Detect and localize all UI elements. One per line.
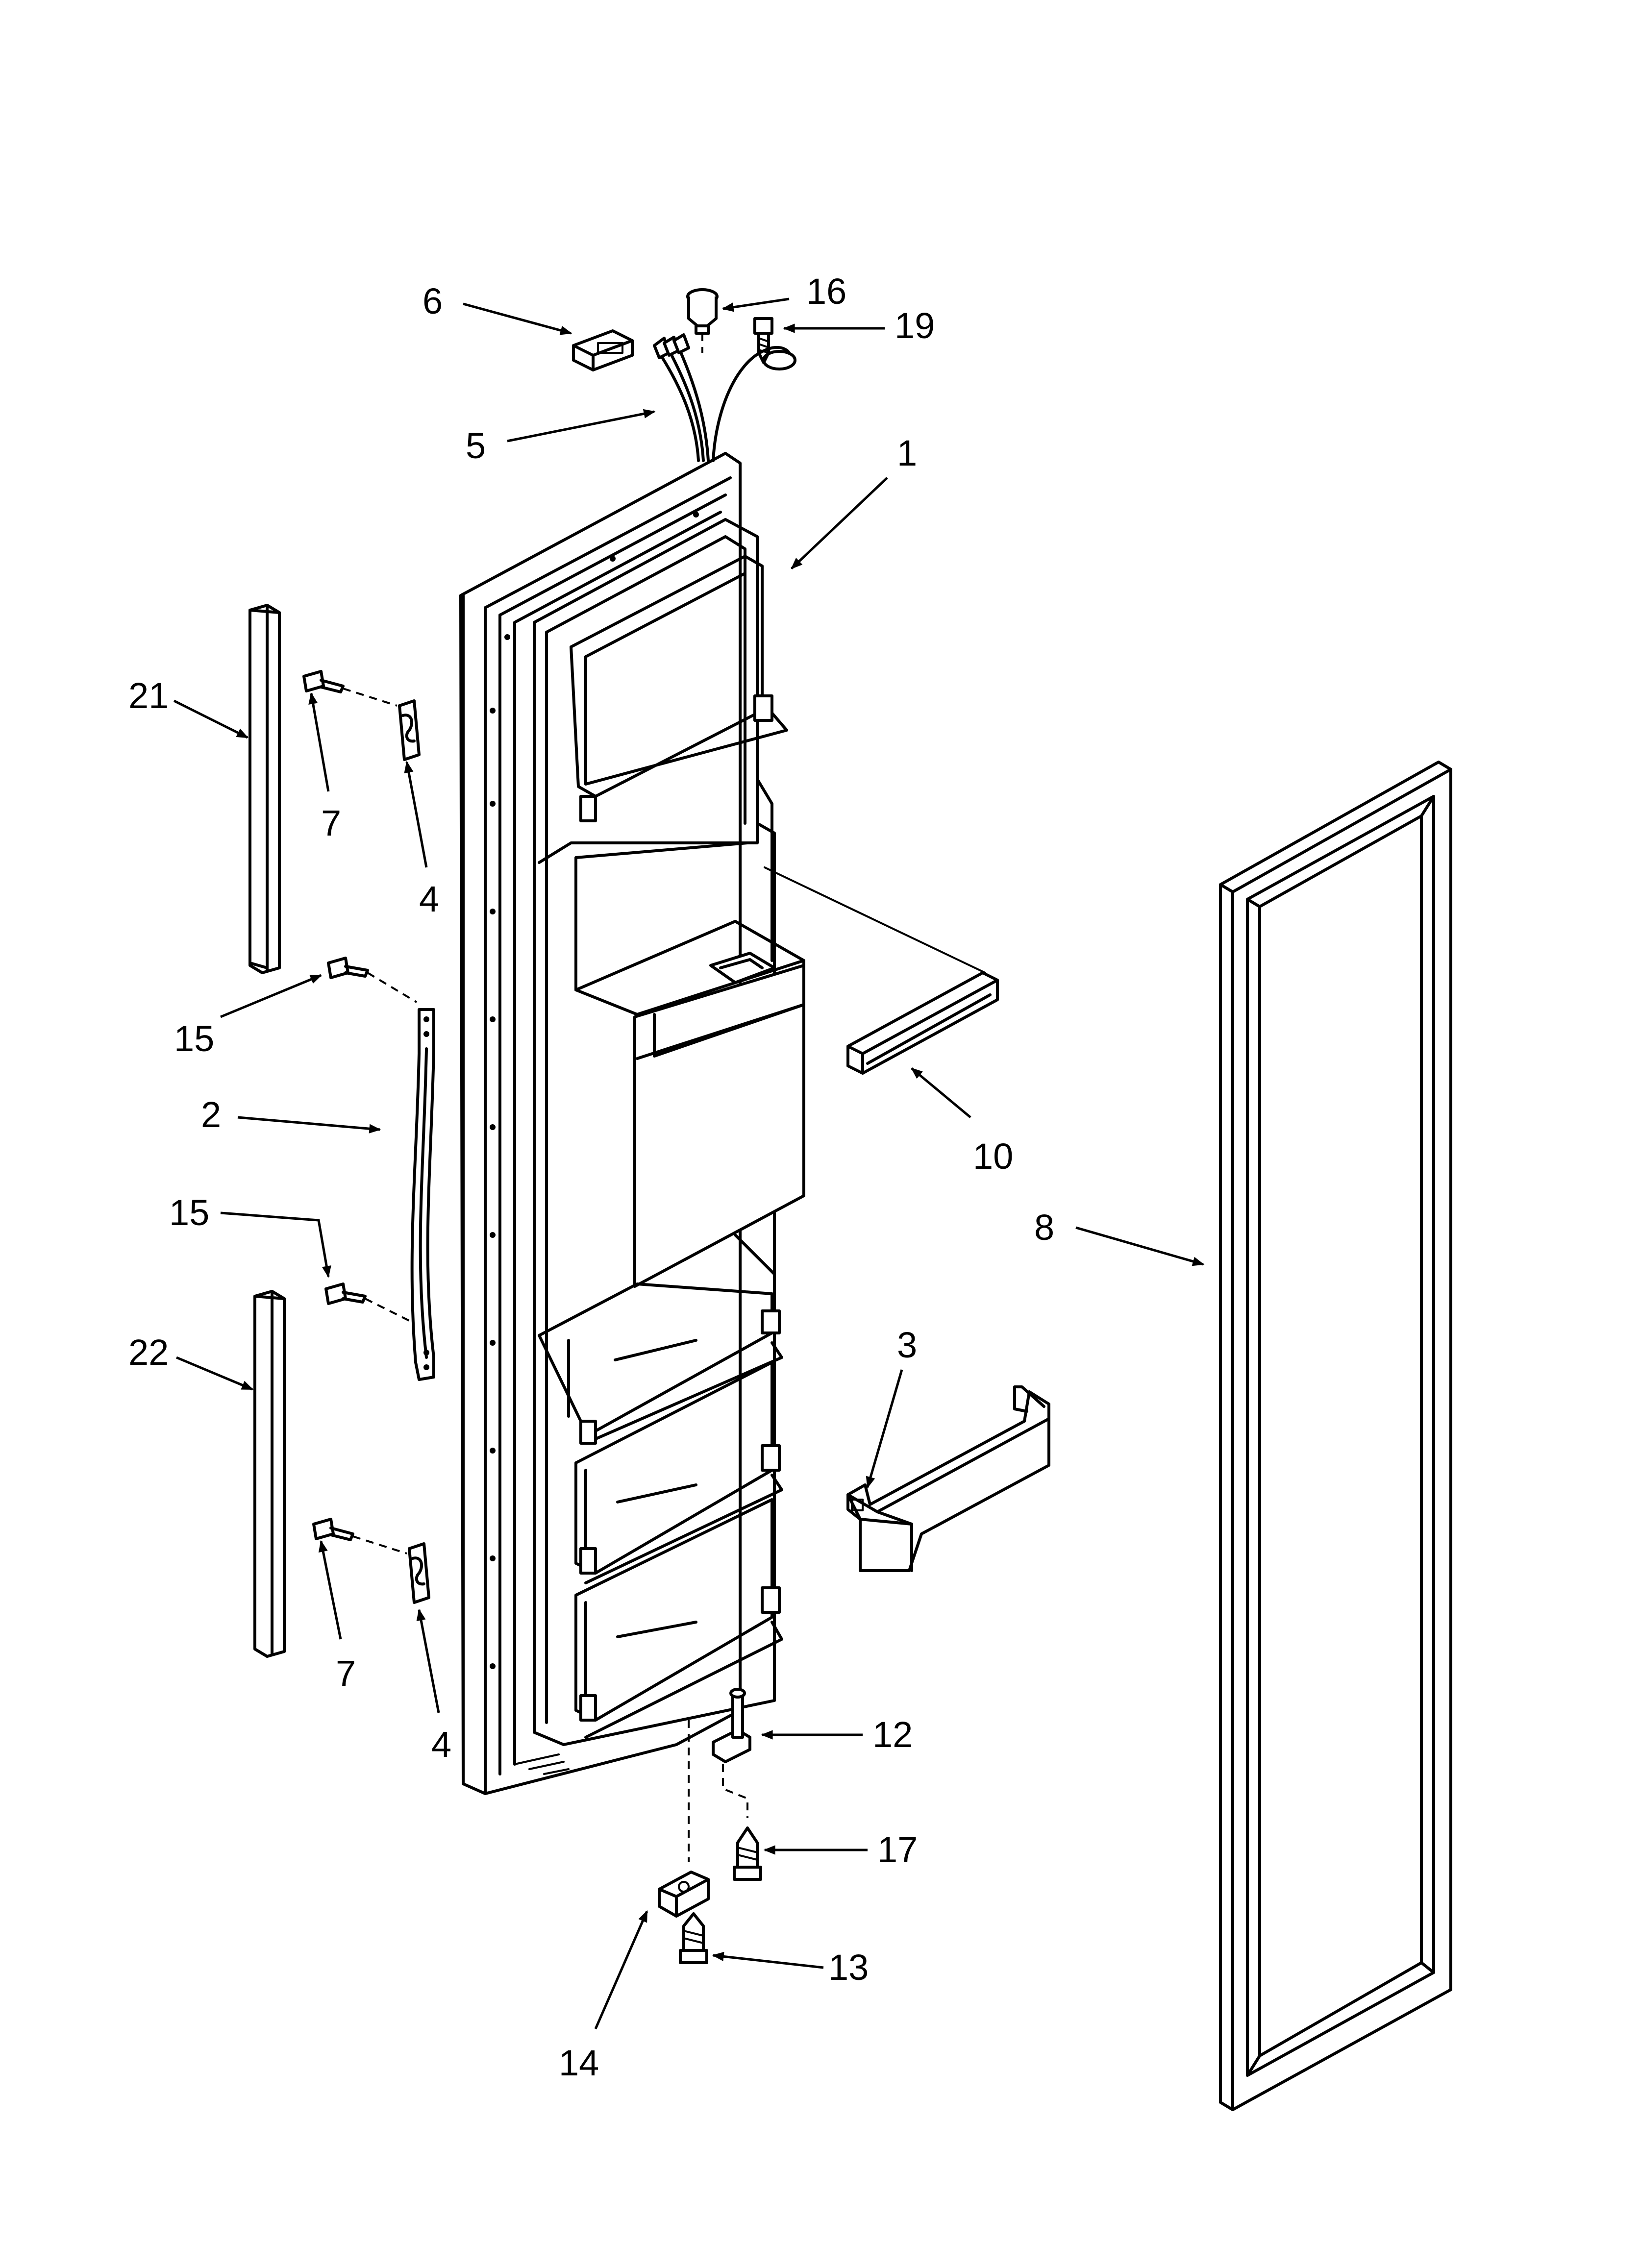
callout-21: 21 bbox=[128, 675, 169, 716]
callout-2: 2 bbox=[201, 1094, 221, 1135]
arrow-22 bbox=[176, 1356, 254, 1391]
screw-17 bbox=[733, 1826, 762, 1881]
arrow-13 bbox=[712, 1951, 824, 1969]
shelf-rail bbox=[764, 866, 999, 1075]
callout-16: 16 bbox=[806, 271, 846, 312]
arrow-5 bbox=[507, 409, 656, 443]
callout-3: 3 bbox=[897, 1325, 917, 1365]
callout-22: 22 bbox=[128, 1332, 169, 1373]
callout-14: 14 bbox=[559, 2043, 599, 2083]
callout-4-lower: 4 bbox=[431, 1724, 451, 1765]
plug-part bbox=[686, 288, 719, 353]
door-bin bbox=[846, 1385, 1050, 1572]
arrow-4a bbox=[404, 761, 428, 868]
wire-connector bbox=[572, 329, 634, 371]
callout-15-lower: 15 bbox=[169, 1192, 209, 1233]
arrow-8 bbox=[1075, 1226, 1205, 1266]
lower-trim-strip bbox=[253, 1290, 286, 1658]
callout-5: 5 bbox=[466, 425, 486, 466]
arrow-2 bbox=[237, 1116, 381, 1134]
callout-4-upper: 4 bbox=[419, 879, 439, 919]
arrow-10 bbox=[911, 1067, 971, 1118]
upper-trim-strip bbox=[249, 604, 281, 974]
callout-6: 6 bbox=[423, 281, 443, 321]
callout-1: 1 bbox=[897, 433, 917, 473]
door-panel bbox=[459, 452, 805, 1795]
callout-10: 10 bbox=[973, 1136, 1013, 1177]
arrow-7a bbox=[308, 692, 330, 792]
wire-harness bbox=[653, 333, 796, 462]
arrow-16 bbox=[721, 297, 790, 312]
screw-7-upper bbox=[302, 670, 398, 707]
handle-bracket-upper bbox=[398, 699, 421, 761]
callout-7-upper: 7 bbox=[321, 803, 341, 843]
hinge-block bbox=[658, 1720, 710, 1918]
callout-8: 8 bbox=[1034, 1207, 1054, 1248]
arrow-6 bbox=[463, 302, 572, 335]
screw-13 bbox=[679, 1912, 708, 1964]
callout-17: 17 bbox=[877, 1829, 918, 1870]
callout-7-lower: 7 bbox=[336, 1653, 356, 1694]
callout-13: 13 bbox=[828, 1947, 869, 1988]
callout-19: 19 bbox=[895, 305, 935, 346]
arrow-21 bbox=[173, 699, 249, 739]
arrow-3 bbox=[866, 1369, 903, 1489]
callout-labels: 6 16 19 5 1 21 7 4 15 2 15 10 8 22 3 7 4… bbox=[128, 271, 1054, 2083]
arrow-4b bbox=[416, 1608, 440, 1713]
arrow-7b bbox=[318, 1540, 342, 1640]
arrow-15a bbox=[220, 974, 323, 1018]
arrow-15b bbox=[220, 1211, 331, 1278]
handle-bracket-lower bbox=[408, 1542, 430, 1604]
hinge-pin bbox=[712, 1688, 751, 1818]
arrow-14 bbox=[594, 1910, 648, 2030]
callout-15-upper: 15 bbox=[174, 1018, 214, 1059]
screw-15-upper bbox=[327, 957, 418, 1003]
callout-12: 12 bbox=[872, 1714, 913, 1755]
screw-15-lower bbox=[324, 1282, 415, 1324]
leader-arrows bbox=[173, 297, 1205, 2030]
screw-7-lower bbox=[312, 1518, 407, 1554]
door-handle bbox=[410, 1008, 435, 1381]
arrow-1 bbox=[791, 477, 888, 569]
door-gasket bbox=[1219, 761, 1452, 2111]
screw-19 bbox=[753, 317, 773, 364]
